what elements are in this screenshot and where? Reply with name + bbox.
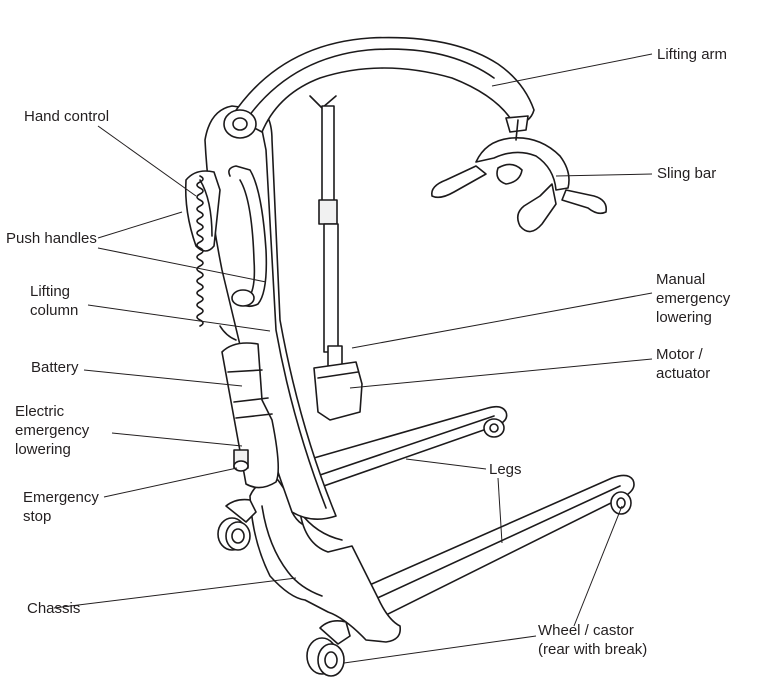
leader-lines <box>53 53 653 664</box>
sling-bar <box>430 119 608 233</box>
label-lifting-column: Lifting column <box>30 283 79 319</box>
label-sling-bar: Sling bar <box>657 165 717 182</box>
label-emergency-stop: Emergency stop <box>23 489 99 525</box>
label-motor-actuator: Motor / actuator <box>656 346 711 382</box>
label-chassis: Chassis <box>27 600 81 617</box>
wheel-front-left <box>306 620 351 677</box>
hand-control-unit <box>184 170 221 252</box>
hand-control-cable <box>196 175 204 327</box>
label-electric-emergency-lowering: Electric emergency lowering <box>15 403 90 458</box>
motor-actuator-housing <box>313 345 363 421</box>
front-leg <box>339 474 635 623</box>
label-push-handles: Push handles <box>6 230 97 247</box>
battery-pack <box>221 342 280 489</box>
push-handles <box>228 165 268 308</box>
label-lifting-arm: Lifting arm <box>657 46 728 63</box>
actuator-rod <box>309 95 339 353</box>
label-legs: Legs <box>489 461 522 478</box>
wheel-rear-right <box>483 418 505 438</box>
label-wheel-castor: Wheel / castor (rear with break) <box>538 622 648 658</box>
wheel-rear-left <box>217 498 257 551</box>
label-manual-emergency-lowering: Manual emergency lowering <box>656 271 731 326</box>
label-battery: Battery <box>31 359 79 376</box>
label-hand-control: Hand control <box>24 108 110 125</box>
wheel-front-right <box>610 491 632 515</box>
